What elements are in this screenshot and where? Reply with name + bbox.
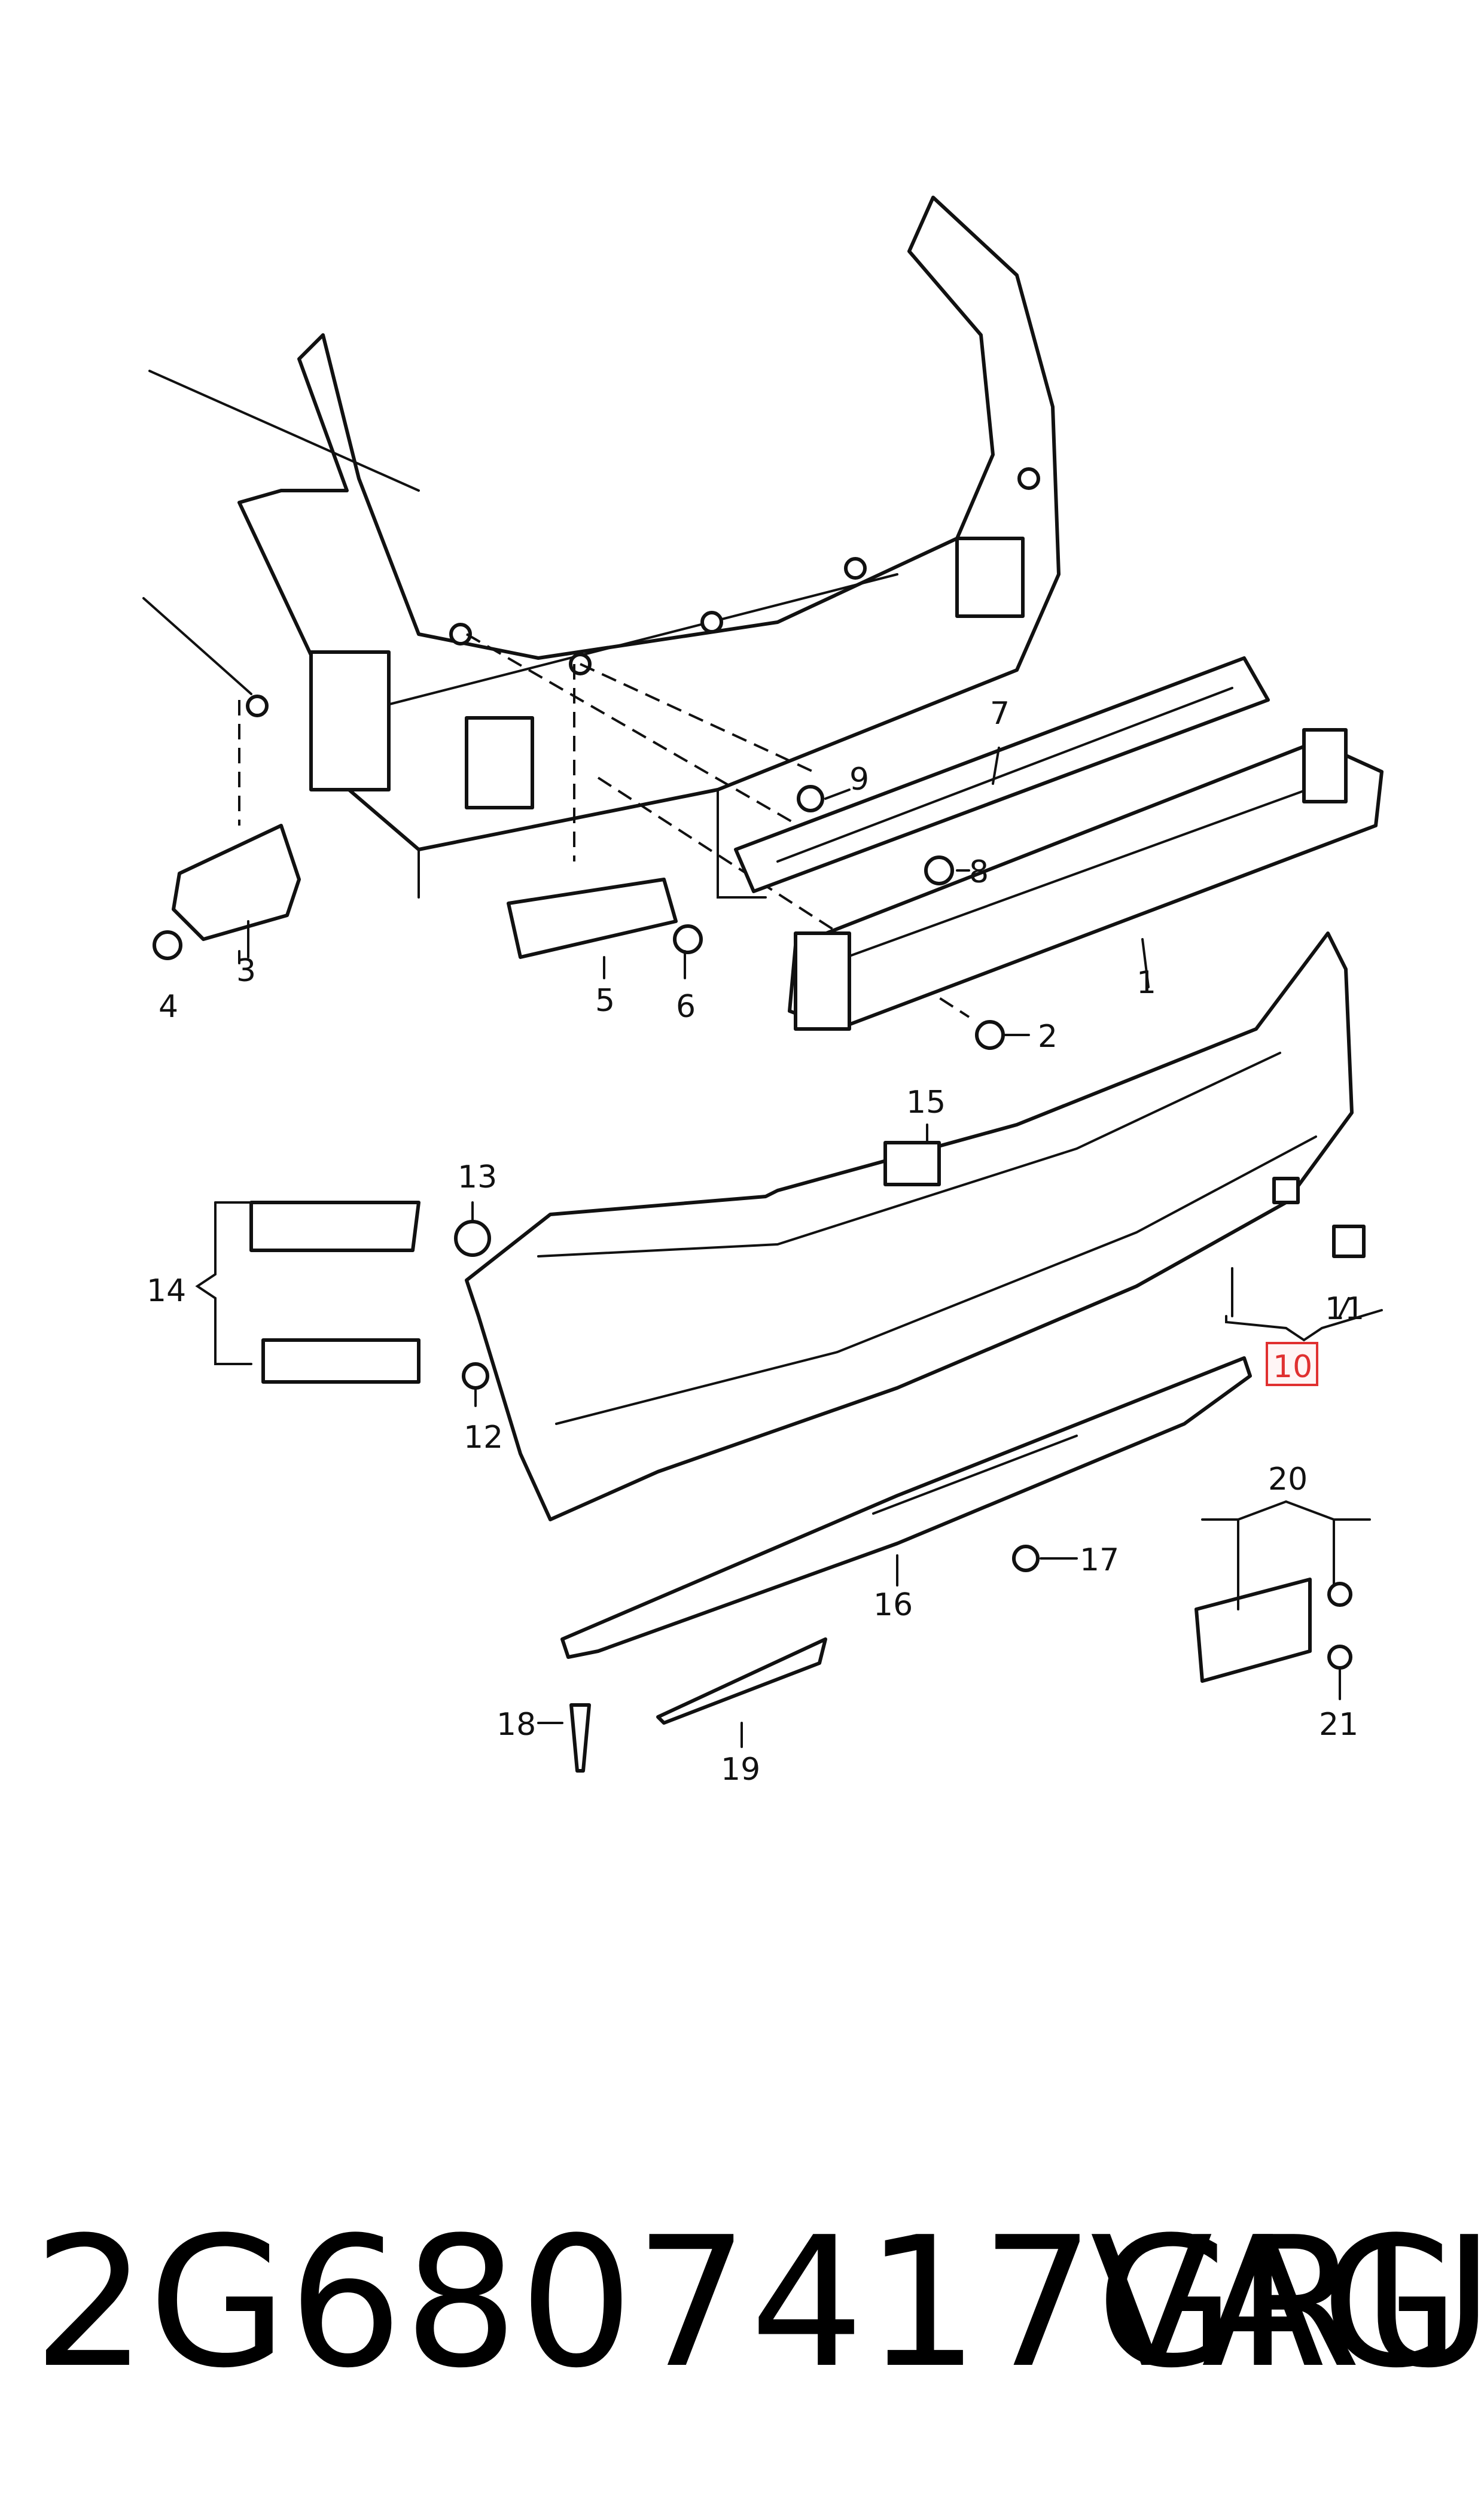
callout-2: 2 — [1038, 1019, 1058, 1055]
callout-15: 15 — [906, 1085, 946, 1121]
part-12-screw — [462, 1362, 489, 1390]
callout-5: 5 — [595, 983, 615, 1019]
part-number: 2G6807417GRU — [33, 2199, 1484, 2407]
callout-6: 6 — [676, 989, 696, 1025]
callout-3: 3 — [236, 953, 256, 989]
callout-19: 19 — [721, 1752, 760, 1788]
part-19-reflector-frame — [656, 1637, 827, 1725]
part-4-nut — [153, 930, 182, 960]
part-5-center-bracket — [507, 878, 678, 959]
callout-13: 13 — [458, 1159, 497, 1195]
part-10-bumper-cover — [465, 931, 1354, 1521]
rear-body-panel — [142, 196, 1061, 899]
part-9-bolt — [797, 785, 824, 812]
callout-18: 18 — [496, 1707, 536, 1743]
part-21-screw-bottom — [1327, 1645, 1352, 1670]
callout-10: 10 — [1273, 1349, 1312, 1385]
callout-20: 20 — [1268, 1462, 1308, 1497]
part-13-clip — [454, 1220, 491, 1257]
callout-1: 1 — [1136, 965, 1156, 1001]
part-11-cap — [1332, 1225, 1366, 1258]
callout-4: 4 — [159, 989, 178, 1025]
part-16-lower-trim — [560, 1356, 1252, 1659]
callout-10-highlight-box — [1266, 1342, 1318, 1386]
part-6-nut — [673, 924, 703, 954]
callout-9: 9 — [849, 762, 869, 797]
part-14-strip-upper — [249, 1201, 420, 1252]
footer: 2G6807417GRU VAG — [0, 2213, 1484, 2453]
brand-name: VAG — [1090, 2199, 1460, 2407]
part-18-rivet — [569, 1703, 591, 1773]
callout-7: 7 — [990, 696, 1010, 732]
part-17-clip — [1012, 1545, 1040, 1572]
callout-12: 12 — [464, 1420, 503, 1456]
part-15-clip — [883, 1141, 941, 1186]
callout-21: 21 — [1319, 1707, 1358, 1743]
part-14-strip-lower — [261, 1338, 420, 1384]
part-1-bumper-beam — [788, 728, 1384, 1031]
part-2-bolt — [975, 1020, 1005, 1050]
part-8-nut — [924, 855, 954, 885]
part-7-reinforcement-strip — [734, 656, 1270, 893]
callout-16: 16 — [873, 1587, 913, 1623]
callout-17: 17 — [1080, 1542, 1119, 1578]
callout-11: 11 — [1325, 1291, 1364, 1327]
part-21-screw-top — [1327, 1582, 1352, 1607]
parts-diagram: 1 2 3 4 5 6 7 8 9 10 11 12 13 14 15 16 1… — [142, 196, 1384, 1788]
part-20-plate-holder — [1194, 1578, 1312, 1683]
callout-8: 8 — [969, 854, 989, 890]
part-3-left-bracket — [172, 824, 301, 941]
callout-14: 14 — [147, 1273, 186, 1309]
